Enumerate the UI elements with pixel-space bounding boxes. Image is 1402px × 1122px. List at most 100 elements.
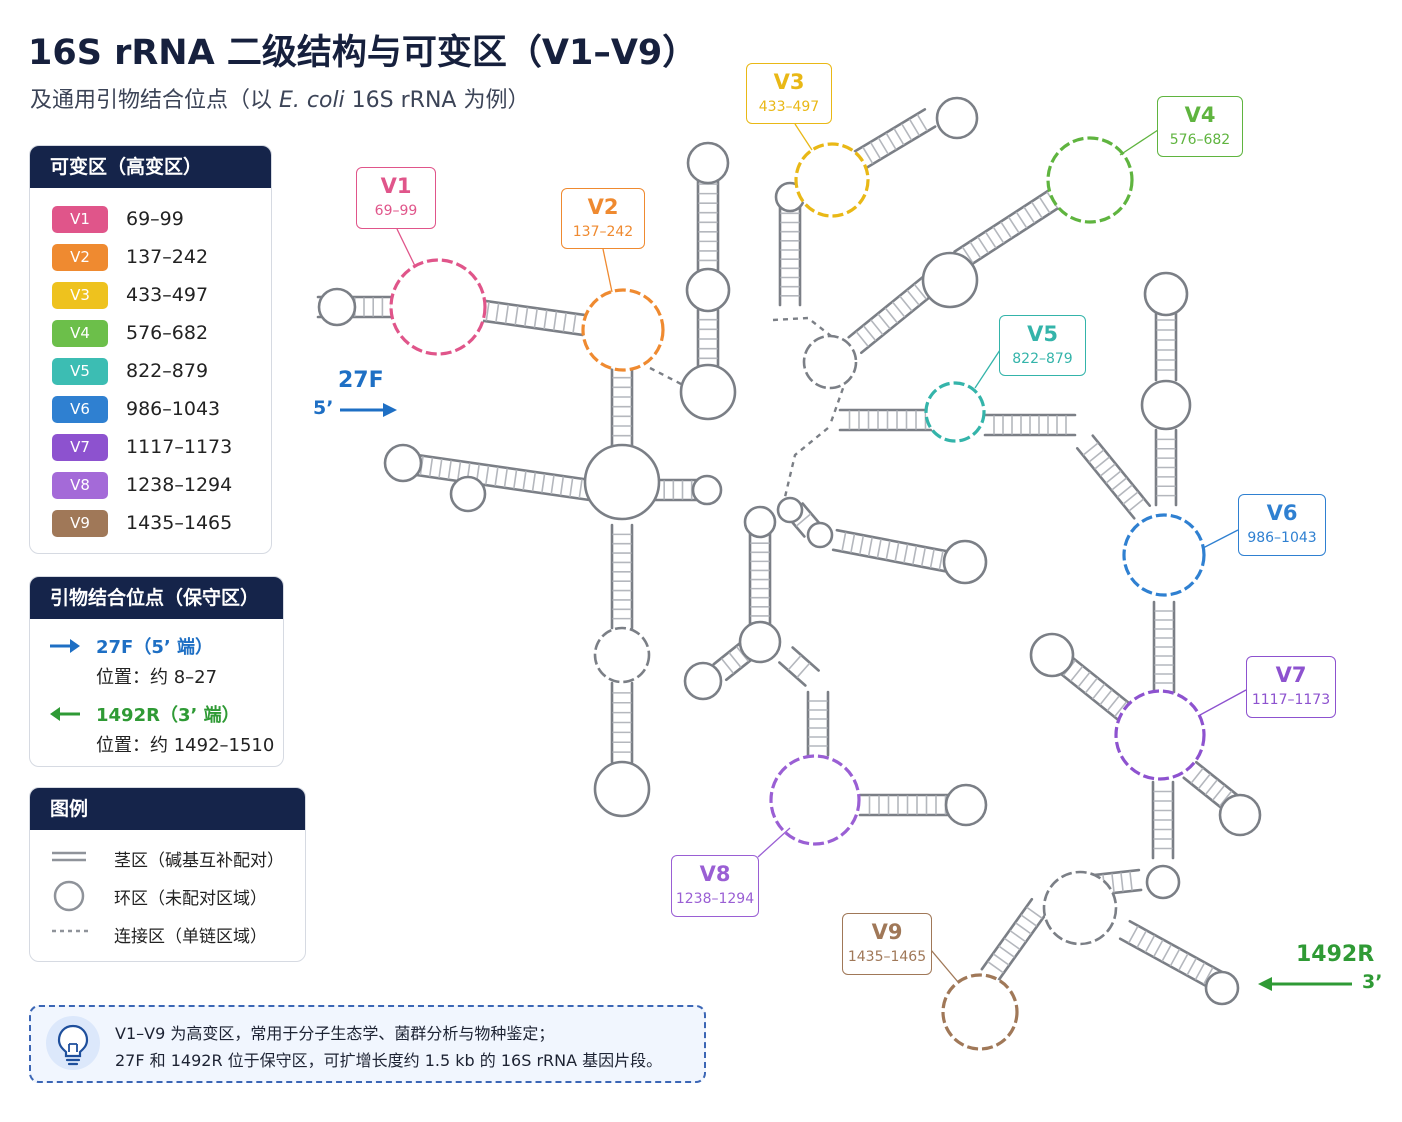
base-pair	[1169, 948, 1181, 967]
base-pair	[961, 246, 974, 264]
variable-region-badge: V5	[52, 358, 108, 385]
base-pair	[913, 283, 928, 300]
primer-panel-title: 引物结合位点（保守区）	[30, 577, 283, 619]
base-pair	[1099, 463, 1116, 477]
base-pair	[513, 469, 518, 489]
base-pair	[1015, 211, 1028, 229]
base-pair	[1094, 456, 1110, 470]
variable-loop	[1046, 136, 1134, 224]
base-pair	[1204, 779, 1218, 796]
base-pair	[1099, 689, 1113, 706]
stem-strand	[980, 897, 1034, 971]
hairpin-loop	[944, 783, 988, 827]
base-pair	[877, 313, 891, 330]
base-pair	[893, 128, 905, 146]
base-pair	[1194, 962, 1206, 980]
stem-strand	[778, 661, 807, 687]
base-pair	[720, 658, 735, 674]
base-pair	[1197, 773, 1211, 790]
callout-range: 1435–1465	[847, 949, 927, 965]
hairpin-loop	[683, 661, 723, 701]
hairpin-loop	[317, 287, 357, 327]
base-pair	[1219, 790, 1233, 807]
base-pair	[1122, 491, 1139, 505]
hairpin-loop	[743, 505, 777, 539]
base-pair	[522, 471, 527, 491]
callout-leader	[396, 228, 416, 267]
base-pair	[495, 303, 500, 323]
base-pair	[841, 532, 847, 552]
linker-segment	[649, 366, 684, 387]
reverse-primer-arrowhead	[1258, 977, 1272, 991]
stem-strand	[1092, 868, 1141, 877]
page-title: 16S rRNA 二级结构与可变区（V1–V9）	[28, 33, 698, 73]
base-pair	[870, 319, 884, 336]
base-pair	[903, 544, 909, 564]
base-pair	[541, 473, 546, 493]
stem-strand	[1118, 937, 1222, 996]
base-pair	[1144, 935, 1156, 953]
callout-leader	[1119, 129, 1159, 156]
hairpin-loop	[685, 267, 731, 313]
variable-region-range: 1238–1294	[126, 474, 233, 496]
base-pair	[550, 475, 555, 495]
stem-strand	[1128, 919, 1232, 978]
base-pair	[1129, 871, 1133, 891]
base-pair	[1007, 216, 1020, 234]
variable-loop	[794, 142, 870, 218]
hairpin-loop	[935, 96, 979, 140]
base-pair	[485, 301, 490, 321]
base-pair	[984, 231, 997, 249]
base-pair	[869, 142, 882, 160]
hairpin-loop	[1042, 870, 1118, 946]
callout-name: V5	[1027, 322, 1058, 346]
stem-strand	[996, 909, 1050, 983]
forward-primer-end: 5’	[313, 397, 334, 419]
base-pair	[908, 118, 921, 136]
legend-panel: 图例 茎区（碱基互补配对） 环区（未配对区域） 连接区（单链区域）	[29, 787, 306, 962]
base-pair	[850, 533, 856, 553]
callout-name: V3	[773, 70, 805, 94]
callout-range: 1117–1173	[1251, 692, 1331, 708]
base-pair	[796, 662, 811, 678]
base-pair	[552, 311, 558, 331]
callout-range: 1238–1294	[675, 891, 755, 907]
callout-leader	[794, 123, 813, 151]
base-pair	[992, 226, 1005, 244]
base-pair	[855, 331, 869, 347]
base-pair	[456, 461, 462, 481]
forward-primer-name: 27F（5’ 端）	[96, 637, 213, 658]
base-pair	[1153, 939, 1164, 958]
base-pair	[1038, 196, 1051, 214]
base-pair	[728, 652, 742, 668]
base-pair	[901, 123, 913, 141]
base-pair	[929, 549, 935, 569]
subtitle-suffix: 16S rRNA 为例）	[344, 88, 530, 113]
base-pair	[885, 540, 891, 560]
base-pair	[562, 312, 567, 332]
stem-strand	[478, 298, 587, 317]
variable-region-badge: V4	[52, 320, 108, 347]
variable-region-badge: V8	[52, 472, 108, 499]
stem-strand	[853, 108, 927, 153]
hairpin-loop	[1029, 632, 1075, 678]
callout-leader	[602, 248, 613, 293]
base-pair	[916, 114, 928, 132]
reverse-primer-end: 3’	[1362, 971, 1383, 993]
base-pair	[938, 550, 944, 570]
callout-range: 69–99	[374, 203, 418, 219]
reverse-primer-label: 1492R	[1296, 942, 1375, 967]
base-pair	[1004, 937, 1021, 951]
hairpin-loop	[679, 363, 737, 421]
base-pair	[884, 307, 898, 324]
base-pair	[1111, 477, 1128, 491]
base-pair	[1161, 944, 1172, 962]
variable-region-badge: V2	[52, 244, 108, 271]
base-pair	[795, 513, 812, 527]
